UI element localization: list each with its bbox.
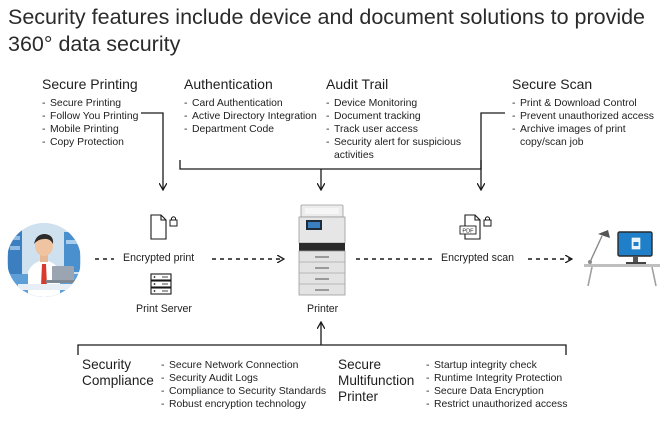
list-item: Follow You Printing [42,110,172,123]
secure-scan-list: Print & Download Control Prevent unautho… [512,97,654,149]
list-item: Runtime Integrity Protection [426,372,596,385]
security-compliance-list: Secure Network Connection Security Audit… [161,359,331,411]
top-bracket [179,160,482,170]
list-item: Robust encryption technology [161,398,331,411]
secure-printing-heading: Secure Printing [42,76,138,92]
list-item: Secure Network Connection [161,359,331,372]
workstation-icon [584,230,660,287]
list-item: Track user access [326,123,476,136]
pdf-badge-text: PDF [462,228,474,234]
secure-mfp-heading: Secure Multifunction Printer [338,357,415,404]
list-item: Secure Data Encryption [426,385,596,398]
list-item: Archive images of print copy/scan job [512,123,632,149]
bottom-bracket [77,344,567,355]
list-item: Security Audit Logs [161,372,331,385]
print-server-label: Print Server [136,303,192,315]
secure-scan-heading: Secure Scan [512,76,593,92]
document-lock-icon [150,214,178,240]
list-item: Card Authentication [184,97,324,110]
list-item: Active Directory Integration [184,110,324,123]
secure-scan-arrow [481,112,505,190]
audit-trail-section: Audit Trail Device Monitoring Document t… [326,76,476,162]
list-item: Compliance to Security Standards [161,385,331,398]
list-item: Prevent unauthorized access [512,110,654,123]
list-item: Print & Download Control [512,97,637,110]
authentication-list: Card Authentication Active Directory Int… [184,97,324,136]
pdf-lock-icon: PDF [459,214,492,240]
list-item: Startup integrity check [426,359,596,372]
list-item: Document tracking [326,110,476,123]
secure-printing-section: Secure Printing Secure Printing Follow Y… [42,76,172,149]
audit-trail-heading: Audit Trail [326,76,389,92]
secure-scan-section: Secure Scan Print & Download Control Pre… [512,76,668,149]
list-item: Restrict unauthorized access [426,398,596,411]
secure-printing-list: Secure Printing Follow You Printing Mobi… [42,97,172,149]
printer-label: Printer [307,303,339,315]
secure-mfp-list: Startup integrity check Runtime Integrit… [426,359,596,411]
list-item: Department Code [184,123,324,136]
server-icon [150,273,172,295]
user-illustration-icon [7,223,81,297]
encrypted-print-label: Encrypted print [123,252,195,264]
security-compliance-heading: Security Compliance [82,357,154,388]
secure-printing-arrow [141,112,163,190]
list-item: Security alert for suspicious activities [326,136,476,162]
page-title: Security features include device and doc… [8,5,646,56]
list-item: Secure Printing [42,97,172,110]
list-item: Mobile Printing [42,123,172,136]
list-item: Device Monitoring [326,97,476,110]
authentication-heading: Authentication [184,76,273,92]
authentication-section: Authentication Card Authentication Activ… [184,76,324,136]
printer-icon [298,204,346,296]
audit-trail-list: Device Monitoring Document tracking Trac… [326,97,476,162]
list-item: Copy Protection [42,136,172,149]
encrypted-scan-label: Encrypted scan [441,252,515,264]
